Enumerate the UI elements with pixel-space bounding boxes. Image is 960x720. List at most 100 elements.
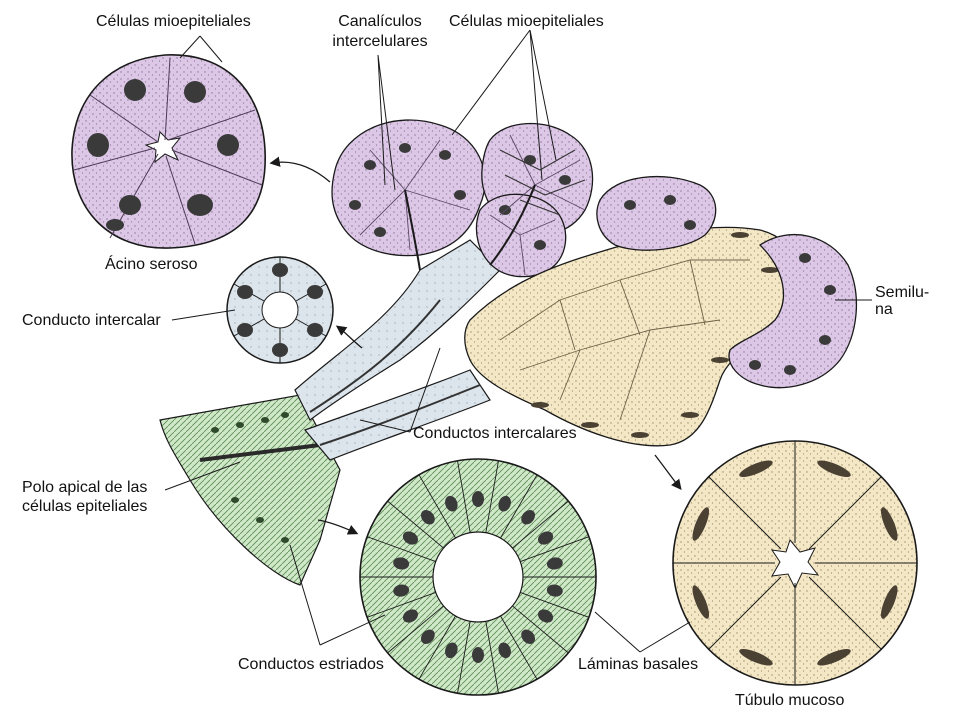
striated-cell-nucleus bbox=[498, 642, 511, 659]
mucous-tubule-section bbox=[672, 440, 918, 686]
striated-duct-lumen bbox=[199, 443, 321, 462]
mucous-cell-nucleus bbox=[880, 507, 898, 541]
canaliculi-lines bbox=[404, 184, 536, 271]
intercalated-duct-lumen bbox=[309, 299, 481, 446]
demilune-nuclei bbox=[749, 253, 836, 375]
mucous-cell-nucleus bbox=[880, 585, 898, 619]
leader-intercalated-ducts bbox=[359, 347, 441, 433]
intercalated-duct-section bbox=[226, 256, 334, 364]
leader-lines bbox=[164, 29, 872, 653]
striated-cell-nucleus bbox=[546, 557, 563, 570]
mucous-cell-border bbox=[708, 476, 782, 550]
label-intercalated-duct: Conducto intercalar bbox=[22, 312, 161, 329]
serous-nuclei-upper-right bbox=[624, 195, 696, 230]
striated-cell-nucleus bbox=[393, 557, 410, 570]
leader-myoepithelial-right bbox=[451, 29, 557, 181]
striated-cell-border bbox=[387, 605, 444, 654]
arrow-to-intercalated-duct bbox=[335, 325, 363, 349]
striated-cell-border bbox=[418, 474, 456, 539]
label-apical-pole-line2: células epiteliales bbox=[22, 498, 148, 515]
label-apical-pole-line1: Polo apical de las bbox=[22, 479, 148, 496]
intercalated-duct-section-nuclei bbox=[237, 263, 323, 357]
serous-cell-borders bbox=[359, 134, 586, 276]
leader-myoepithelial-left bbox=[179, 35, 223, 63]
striated-cell-border bbox=[485, 460, 499, 533]
mucous-cell-borders bbox=[499, 259, 750, 421]
serous-demilune bbox=[728, 233, 857, 389]
label-mucous-tubule: Túbulo mucoso bbox=[735, 692, 845, 709]
striated-cell-border bbox=[457, 621, 471, 694]
mucous-cell-nucleus bbox=[692, 507, 710, 541]
label-basal-laminae: Láminas basales bbox=[578, 656, 699, 673]
mucous-cell-nucleus bbox=[817, 460, 851, 478]
mucous-tubule-section-cells bbox=[673, 441, 917, 685]
label-striated-ducts: Conductos estriados bbox=[238, 656, 384, 673]
striated-cell-nucleus bbox=[521, 510, 536, 525]
striated-cell-nucleus bbox=[445, 495, 458, 512]
striated-cell-nucleus bbox=[420, 510, 435, 525]
striated-cell-border bbox=[512, 500, 569, 549]
striated-cell-border bbox=[520, 591, 590, 618]
striated-cell-border bbox=[500, 474, 538, 539]
mucous-cell-border bbox=[708, 576, 782, 650]
serous-acinus-section-lumen bbox=[144, 130, 182, 164]
gland-main-structure bbox=[159, 119, 857, 586]
striated-cell-nucleus bbox=[393, 584, 410, 597]
striated-cell-nucleus bbox=[402, 609, 418, 623]
serous-acinus-section bbox=[71, 54, 266, 249]
striated-duct-cells bbox=[211, 412, 289, 543]
striated-cell-nucleus bbox=[402, 531, 418, 545]
striated-cell-nucleus bbox=[546, 584, 563, 597]
striated-cell-nucleus bbox=[472, 491, 484, 507]
mucous-cell-border bbox=[808, 576, 882, 650]
label-canaliculi-line1: Canalículos bbox=[338, 13, 422, 30]
striated-cell-nucleus bbox=[538, 609, 554, 623]
striated-cell-border bbox=[418, 615, 456, 680]
mucous-cell-nucleus bbox=[739, 648, 773, 666]
intercalated-duct-section-lumen bbox=[261, 291, 299, 329]
striated-cell-nucleus bbox=[538, 531, 554, 545]
striated-cell-border bbox=[512, 605, 569, 654]
mucous-cell-border bbox=[808, 476, 882, 550]
mucous-cell-nucleus bbox=[692, 585, 710, 619]
label-intercalated-ducts: Conductos intercalares bbox=[413, 425, 577, 442]
striated-cell-border bbox=[485, 621, 499, 694]
striated-duct-section-nuclei bbox=[393, 491, 563, 663]
label-demilune-line1: Semilu- bbox=[875, 284, 930, 301]
striated-cell-border bbox=[500, 615, 538, 680]
striated-duct-section bbox=[359, 458, 597, 696]
label-myoepithelial-cells-right: Células mioepiteliales bbox=[449, 13, 604, 30]
serous-acinus-right-mid bbox=[475, 193, 567, 278]
mucous-tubule-section-nuclei bbox=[692, 460, 898, 666]
striated-cell-nucleus bbox=[521, 629, 536, 644]
striated-cell-nucleus bbox=[420, 629, 435, 644]
striated-cell-border bbox=[366, 536, 436, 563]
serous-acinus-section-nuclei bbox=[87, 79, 239, 231]
striated-cell-nucleus bbox=[498, 495, 511, 512]
striated-duct-section-cells bbox=[360, 460, 596, 694]
mucous-nuclei bbox=[531, 232, 779, 438]
intercalated-duct-lower bbox=[303, 369, 491, 461]
striated-cell-nucleus bbox=[445, 642, 458, 659]
striated-cell-nucleus bbox=[472, 647, 484, 663]
serous-nuclei bbox=[349, 143, 571, 250]
arrow-to-mucous-tubule bbox=[654, 454, 682, 491]
arrow-to-serous-acinus bbox=[269, 156, 331, 183]
striated-duct-trunk bbox=[159, 394, 341, 586]
section-arrows bbox=[269, 156, 682, 535]
intercalated-duct-upper bbox=[294, 239, 501, 421]
striated-duct-section-lumen bbox=[432, 531, 524, 623]
striated-cell-border bbox=[457, 460, 471, 533]
striated-cell-border bbox=[366, 591, 436, 618]
serous-acini-cluster bbox=[331, 119, 594, 278]
serous-acinus-upper-right bbox=[596, 175, 717, 251]
arrow-to-striated-duct bbox=[317, 519, 359, 535]
label-myoepithelial-cells-left: Células mioepiteliales bbox=[96, 13, 251, 30]
label-demilune-line2: na bbox=[875, 301, 893, 318]
mucous-cell-nucleus bbox=[817, 648, 851, 666]
mucous-cell-nucleus bbox=[739, 460, 773, 478]
leader-basal-laminae bbox=[594, 611, 691, 653]
leader-apical-pole bbox=[164, 461, 241, 491]
